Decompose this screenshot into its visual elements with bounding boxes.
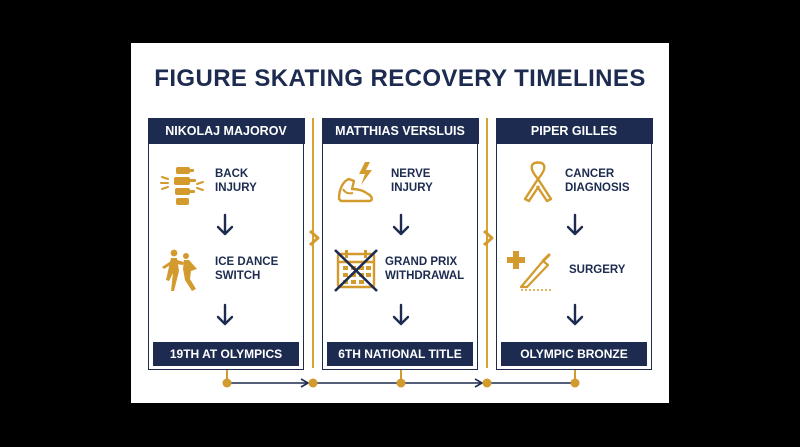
column-result: OLYMPIC BRONZE [501,342,647,366]
down-arrow-icon [392,213,410,236]
down-arrow-icon [566,213,584,236]
down-arrow-icon [566,303,584,326]
down-arrow-icon [216,213,234,236]
page-title: FIGURE SKATING RECOVERY TIMELINES [154,65,646,92]
spine-injury-icon [160,167,204,205]
column-result: 6TH NATIONAL TITLE [327,342,473,366]
ice-dance-couple-icon [162,249,197,291]
timeline-dot [570,378,580,388]
column-result: 19TH AT OLYMPICS [153,342,299,366]
timeline-arrowhead [300,378,310,388]
down-arrow-icon [216,303,234,326]
down-arrow-icon [392,303,410,326]
timeline-dot [482,378,492,388]
column-header: MATTHIAS VERSLUIS [321,117,479,144]
timeline-dot [396,378,406,388]
timeline-dot [222,378,232,388]
chevron-right-icon [309,229,320,247]
timeline-dot [308,378,318,388]
scalpel-medical-cross-icon [507,251,551,291]
step-label: SURGERY [569,264,626,276]
column-header: PIPER GILLES [495,117,653,144]
chevron-right-icon [483,229,494,247]
crossed-calendar-icon [334,249,378,292]
column-header: NIKOLAJ MAJOROV [147,117,305,144]
awareness-ribbon-icon [523,161,553,203]
timeline-arrowhead [474,378,484,388]
nerve-arm-icon [337,162,373,203]
infographic-card: FIGURE SKATING RECOVERY TIMELINES NIKOLA… [131,43,669,403]
